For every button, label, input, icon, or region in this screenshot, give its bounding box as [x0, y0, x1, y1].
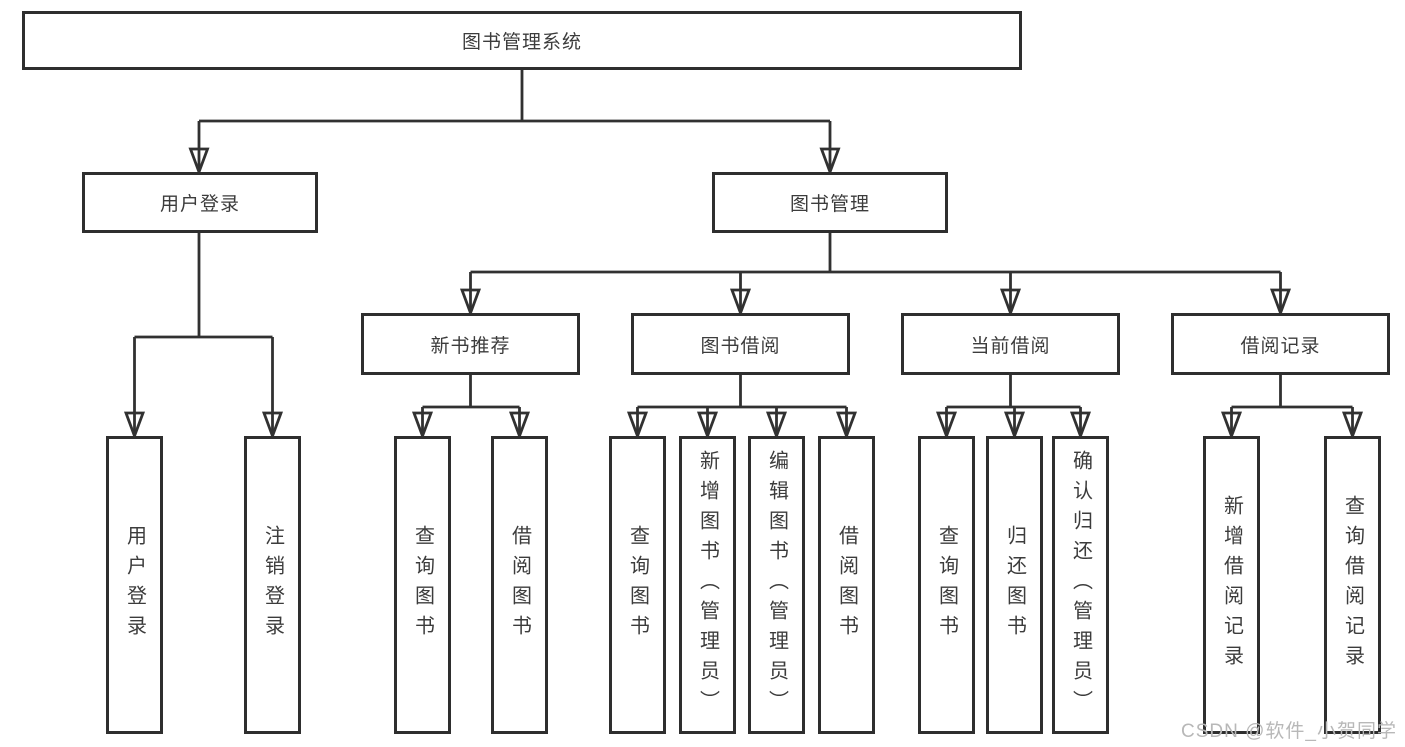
- node-new-book-recommend: 新书推荐: [361, 313, 580, 375]
- leaf-edit-books-admin-label: 编辑图书（管理员）: [765, 450, 788, 720]
- watermark: CSDN @软件_小贺同学: [1181, 721, 1397, 742]
- leaf-logout: 注销登录: [244, 436, 301, 734]
- node-current-borrow-label: 当前借阅: [970, 335, 1051, 357]
- leaf-recommend-borrow-books: 借阅图书: [491, 436, 548, 734]
- leaf-current-query-books: 查询图书: [918, 436, 975, 734]
- leaf-borrow-query-books: 查询图书: [609, 436, 666, 734]
- leaf-query-borrow-record-label: 查询借阅记录: [1341, 495, 1364, 675]
- node-book-management-label: 图书管理: [789, 194, 870, 215]
- leaf-return-books: 归还图书: [986, 436, 1043, 734]
- leaf-current-query-books-label: 查询图书: [935, 525, 958, 645]
- leaf-borrow-books-label: 借阅图书: [835, 525, 858, 645]
- leaf-borrow-books: 借阅图书: [818, 436, 875, 734]
- node-new-book-recommend-label: 新书推荐: [430, 335, 511, 357]
- leaf-return-books-label: 归还图书: [1003, 525, 1026, 645]
- leaf-confirm-return-admin: 确认归还（管理员）: [1052, 436, 1109, 734]
- leaf-add-borrow-record: 新增借阅记录: [1203, 436, 1260, 734]
- leaf-edit-books-admin: 编辑图书（管理员）: [748, 436, 805, 734]
- leaf-query-borrow-record: 查询借阅记录: [1324, 436, 1381, 734]
- leaf-user-login: 用户登录: [106, 436, 163, 734]
- leaf-add-borrow-record-label: 新增借阅记录: [1220, 495, 1243, 675]
- node-user-login: 用户登录: [82, 172, 318, 233]
- leaf-confirm-return-admin-label: 确认归还（管理员）: [1069, 450, 1092, 720]
- node-library-management-system-label: 图书管理系统: [461, 32, 582, 53]
- leaf-borrow-query-books-label: 查询图书: [626, 525, 649, 645]
- node-user-login-label: 用户登录: [159, 194, 240, 215]
- leaf-recommend-borrow-books-label: 借阅图书: [508, 525, 531, 645]
- connector-trunks: [134, 70, 1353, 409]
- node-current-borrow: 当前借阅: [901, 313, 1120, 375]
- node-book-management: 图书管理: [712, 172, 948, 233]
- node-book-borrow: 图书借阅: [631, 313, 850, 375]
- leaf-add-books-admin-label: 新增图书（管理员）: [696, 450, 719, 720]
- node-library-management-system: 图书管理系统: [22, 11, 1022, 70]
- leaf-logout-label: 注销登录: [261, 525, 284, 645]
- leaf-add-books-admin: 新增图书（管理员）: [679, 436, 736, 734]
- leaf-recommend-query-books: 查询图书: [394, 436, 451, 734]
- node-book-borrow-label: 图书借阅: [700, 335, 781, 357]
- node-borrow-records-label: 借阅记录: [1240, 335, 1321, 357]
- leaf-recommend-query-books-label: 查询图书: [411, 525, 434, 645]
- node-borrow-records: 借阅记录: [1171, 313, 1390, 375]
- leaf-user-login-label: 用户登录: [123, 525, 146, 645]
